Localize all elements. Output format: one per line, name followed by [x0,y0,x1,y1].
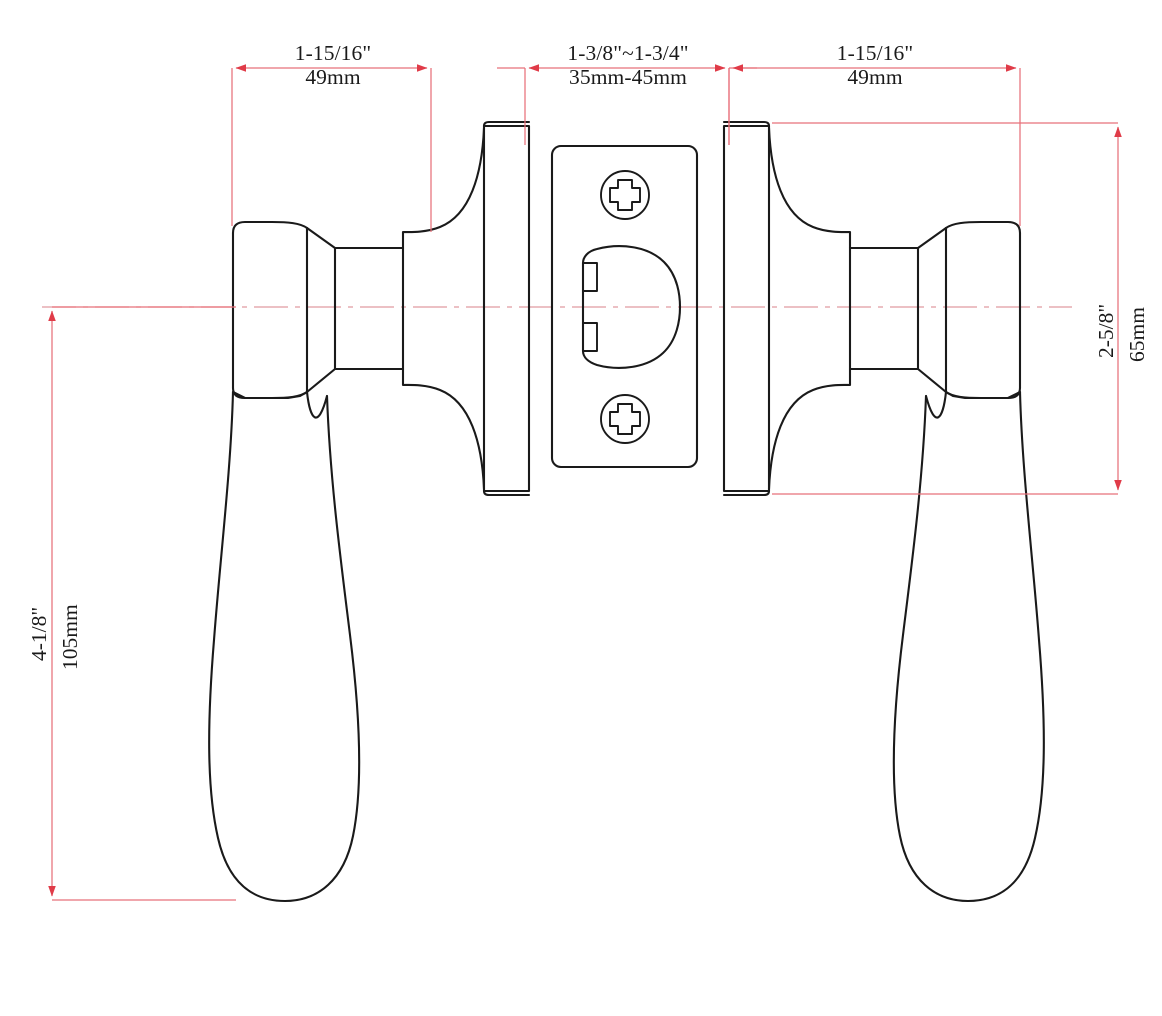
dim-label-door-thickness-imperial: 1-3/8"~1-3/4" [567,41,689,65]
phillips-screw-icon [600,394,650,444]
left-rose-plate [482,124,531,493]
latch-bolt-icon [581,245,682,369]
right-lever-arm [892,390,1045,903]
dim-label-left-projection-metric: 49mm [305,65,361,90]
dimension-rose-height [772,122,1122,495]
phillips-screw-icon [600,170,650,220]
dim-label-left-projection-imperial: 1-15/16" [294,41,372,65]
dim-label-lever-length: 4-1/8" [27,607,51,661]
left-flared-neck-lower [401,367,486,491]
right-taper-upper [916,226,948,250]
right-lever-inner-edge [924,390,948,419]
dim-label-door-thickness: 1-3/8"~1-3/4" 35mm-45mm [532,41,724,89]
left-rose-plate-detail [482,120,531,497]
right-lever-joint [944,390,1022,400]
left-flared-neck-upper [401,126,486,250]
right-rose-plate-detail [722,120,771,497]
dim-label-right-projection-imperial: 1-15/16" [836,41,914,65]
left-lever-inner-edge [305,390,329,419]
dimension-left-projection [231,64,432,232]
dim-label-right-projection-metric: 49mm [847,65,903,90]
right-taper-lower [916,367,948,394]
latch-plate-assembly [550,144,699,469]
dim-label-door-thickness-metric: 35mm-45mm [569,65,687,90]
dimension-lever-length [48,306,236,901]
dim-label-rose-height: 2-5/8" [1094,304,1118,358]
dim-label-lever-length-metric: 105mm [58,604,82,670]
left-taper-lower [305,367,337,394]
left-taper-upper [305,226,337,250]
left-collar-top [231,220,309,235]
right-lever-handle-assembly [722,120,1045,903]
latch-faceplate [550,144,699,469]
right-hub-cylinder [848,246,920,371]
dim-label-rose-height-metric-wrap: 65mm [1125,307,1149,362]
dimension-right-projection [728,64,1021,226]
dim-label-lever-length-imperial: 4-1/8" [27,606,51,661]
right-flared-neck-upper [767,126,852,250]
right-rose-plate [722,124,771,493]
left-lever-arm [208,390,361,903]
left-hub-cylinder [333,246,405,371]
dim-label-right-projection: 1-15/16" 49mm [795,41,955,89]
left-lever-joint [231,390,309,400]
dim-label-left-projection: 1-15/16" 49mm [253,41,413,89]
left-lever-handle-assembly [208,120,531,903]
right-collar-top [944,220,1022,235]
dim-label-rose-height-imperial: 2-5/8" [1094,303,1118,358]
dim-label-rose-height-metric: 65mm [1125,307,1149,362]
dim-label-lever-length-metric-wrap: 105mm [58,604,82,670]
right-flared-neck-lower [767,367,852,491]
